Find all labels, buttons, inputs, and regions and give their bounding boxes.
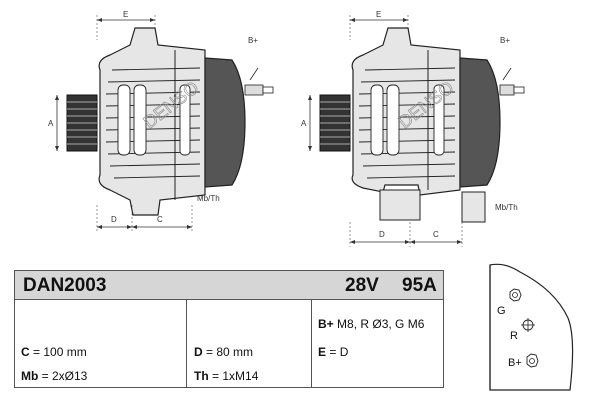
voltage: 28V (345, 275, 379, 296)
current: 95A (402, 275, 437, 296)
spec-d: D = 80 mm (194, 345, 254, 359)
dim-mbth-label-left: Mb/Th (197, 194, 220, 203)
dim-a-label-left: A (48, 119, 54, 128)
dim-e-label-left: E (123, 10, 128, 19)
rear-cover-right (459, 57, 501, 188)
dim-c-label-left: C (157, 215, 163, 224)
dim-c-label-right: C (433, 230, 439, 239)
dim-bplus-label-left: B+ (248, 36, 258, 45)
dim-bplus-label-right: B+ (500, 36, 510, 45)
dim-a-label-right: A (301, 119, 307, 128)
alternator-right-view: E B+ A (301, 10, 525, 247)
spec-body (14, 300, 444, 388)
terminal-bplus: B+ (508, 353, 539, 369)
spec-bplus: B+ M8, R Ø3, G M6 (318, 317, 425, 331)
terminal-r: R (510, 318, 535, 342)
spec-mb: Mb = 2xØ13 (21, 369, 88, 383)
column-divider (186, 300, 187, 388)
spec-table: DAN2003 28V 95A C = 100 mm Mb = 2xØ13 D … (14, 270, 444, 388)
terminal-bplus-label: B+ (508, 357, 522, 369)
terminal-g-label: G (497, 305, 506, 317)
terminal-g: G (497, 288, 522, 317)
terminal-detail: G R B+ (489, 263, 574, 391)
spec-e: E = D (318, 345, 349, 359)
rear-cover-left (204, 57, 246, 188)
dim-d-label-left: D (111, 215, 117, 224)
dim-e-label-right: E (376, 10, 381, 19)
part-number: DAN2003 (23, 275, 107, 296)
column-divider (311, 300, 312, 388)
spec-th: Th = 1xM14 (194, 369, 259, 383)
spec-c: C = 100 mm (21, 345, 87, 359)
dim-mbth-label-right: Mb/Th (495, 203, 518, 212)
dim-d-label-right: D (379, 230, 385, 239)
spec-header: DAN2003 28V 95A (14, 270, 444, 300)
terminal-r-label: R (510, 330, 518, 342)
alternator-left-view: E B+ A (48, 10, 274, 232)
